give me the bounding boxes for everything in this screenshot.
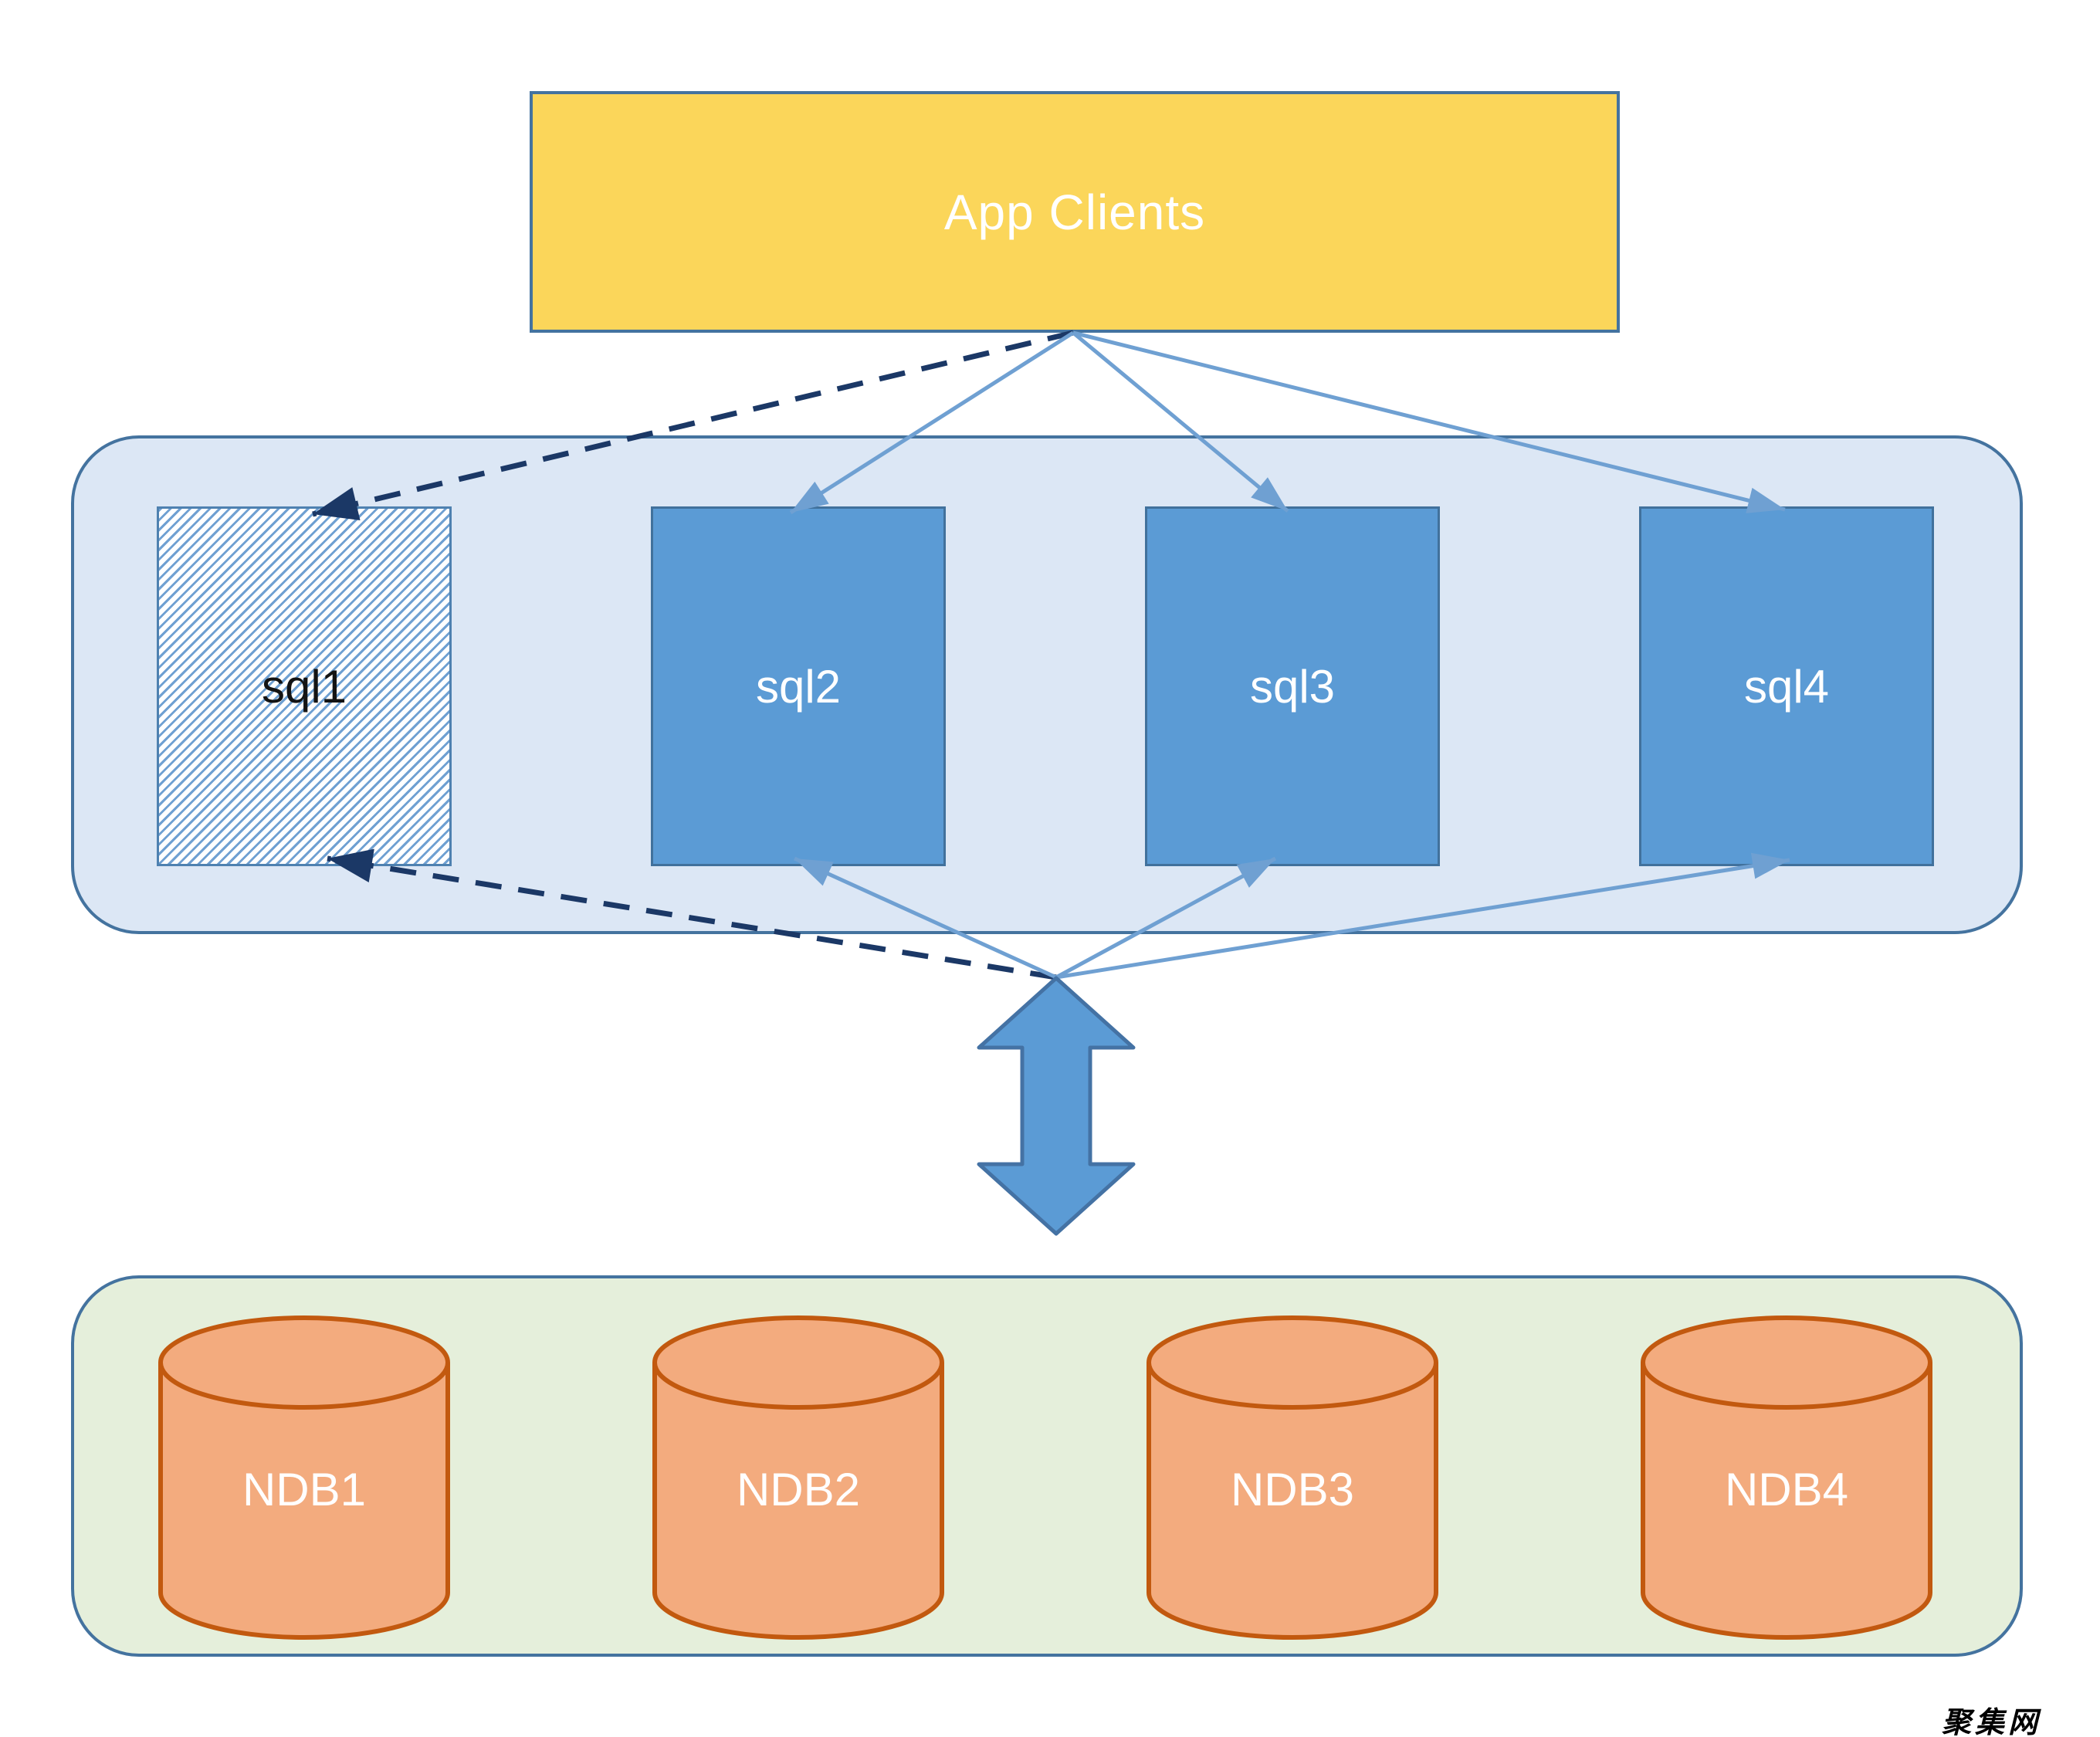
node-ndb3: NDB3 [1146, 1315, 1439, 1643]
database-cylinder-icon [1641, 1315, 1932, 1640]
node-sql2-label: sql2 [755, 660, 842, 713]
node-ndb4-label: NDB4 [1724, 1464, 1849, 1515]
node-sql4: sql4 [1639, 506, 1934, 866]
node-sql1-label: sql1 [261, 660, 347, 713]
node-sql2: sql2 [651, 506, 946, 866]
bidirectional-arrow [977, 976, 1136, 1236]
node-sql3: sql3 [1145, 506, 1440, 866]
node-ndb1: NDB1 [158, 1315, 451, 1643]
database-cylinder-icon [1147, 1315, 1438, 1640]
app-clients-label: App Clients [943, 184, 1206, 240]
node-ndb2-label: NDB2 [736, 1464, 861, 1515]
node-ndb4: NDB4 [1640, 1315, 1933, 1643]
node-sql4-label: sql4 [1743, 660, 1830, 713]
watermark: 聚集网 [1941, 1707, 2041, 1737]
node-sql3-label: sql3 [1249, 660, 1336, 713]
database-cylinder-icon [158, 1315, 450, 1640]
node-sql1: sql1 [157, 506, 452, 866]
node-ndb3-label: NDB3 [1230, 1464, 1355, 1515]
node-ndb2: NDB2 [652, 1315, 945, 1643]
database-cylinder-icon [652, 1315, 944, 1640]
app-clients-box: App Clients [530, 91, 1620, 333]
node-ndb1-label: NDB1 [242, 1464, 367, 1515]
